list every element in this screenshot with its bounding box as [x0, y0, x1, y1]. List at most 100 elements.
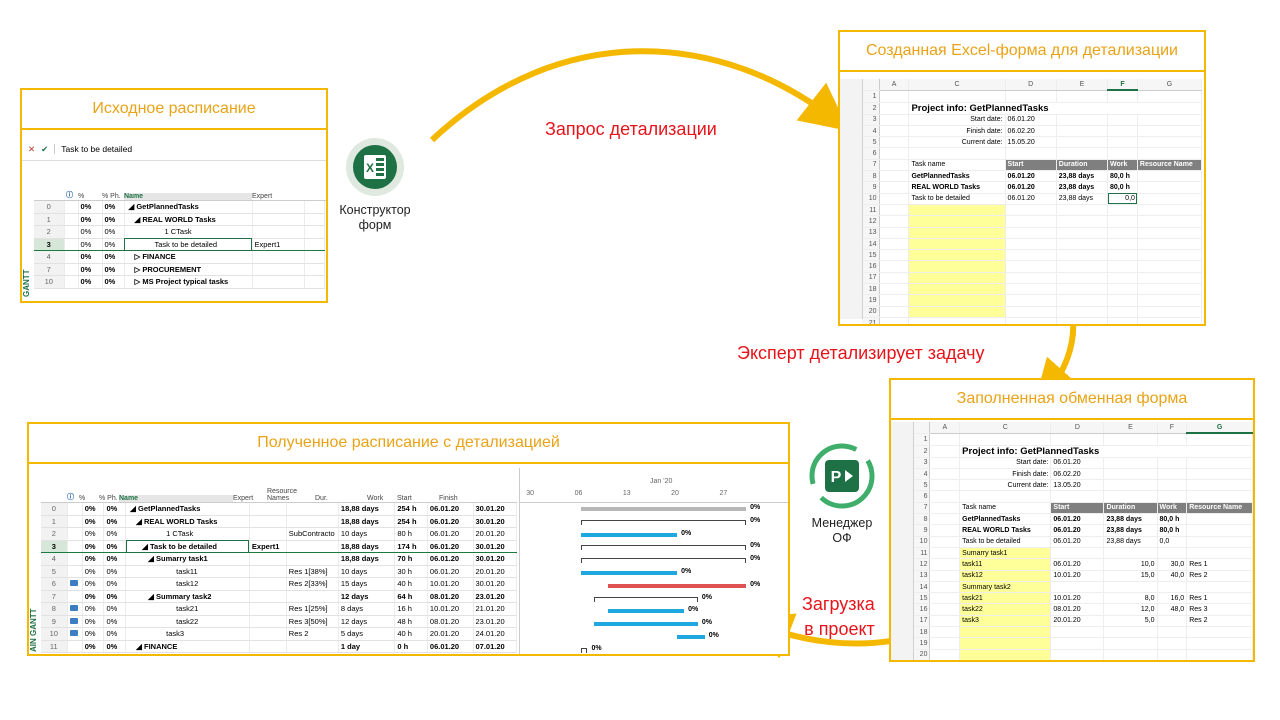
cancel-icon[interactable]: ✕: [28, 143, 36, 154]
sheet-row[interactable]: 20: [913, 649, 1253, 660]
sheet-row[interactable]: 1: [862, 90, 1203, 103]
cell: [1186, 433, 1253, 446]
duration: 10 days: [338, 527, 396, 541]
sheet-row[interactable]: 18: [862, 283, 1203, 296]
sheet-row[interactable]: 14: [862, 238, 1203, 251]
task-bar[interactable]: [677, 635, 705, 639]
summary-bar[interactable]: [580, 647, 588, 653]
bar-label: 0%: [750, 542, 761, 550]
sheet-row[interactable]: 18: [913, 626, 1253, 639]
sheet-row[interactable]: 11: [862, 204, 1203, 217]
row-number: 8: [913, 513, 931, 526]
indicator-cell: [67, 565, 83, 578]
sheet-row[interactable]: 19: [862, 294, 1203, 307]
sheet-row[interactable]: 6: [862, 147, 1203, 160]
sheet-row[interactable]: 20: [862, 306, 1203, 318]
summary-bar[interactable]: [580, 558, 747, 564]
sheet-row[interactable]: 19: [913, 637, 1253, 650]
task-name: Task name: [959, 502, 1052, 515]
sheet-row[interactable]: 15: [862, 249, 1203, 262]
cell: [879, 317, 910, 324]
formula-input[interactable]: Task to be detailed: [54, 144, 132, 154]
percent-phys: 0%: [103, 577, 127, 591]
summary-bar[interactable]: [594, 596, 698, 602]
task-bar[interactable]: [594, 622, 698, 627]
indicator-cell: [64, 225, 79, 239]
task-bar[interactable]: [580, 532, 678, 537]
corner: [862, 79, 880, 91]
task-bar[interactable]: [608, 583, 747, 588]
bar-label: 0%: [750, 580, 761, 588]
expert: [249, 640, 287, 653]
sheet-row[interactable]: 12: [862, 215, 1203, 228]
task-bar[interactable]: [580, 571, 678, 575]
summary-bar[interactable]: [580, 507, 747, 511]
sheet-row[interactable]: 13: [862, 227, 1203, 239]
resource-names: Res 1[25%]: [286, 602, 339, 616]
sheet-row[interactable]: 21: [862, 317, 1203, 324]
cell: [879, 294, 910, 307]
sheet-row[interactable]: 17: [862, 272, 1203, 285]
task-name: ◢ GetPlannedTasks: [125, 503, 250, 516]
summary-bar[interactable]: [580, 519, 747, 525]
expert: [249, 515, 287, 528]
task-name: Task to be detailed: [959, 536, 1052, 548]
sheet-row[interactable]: 1: [913, 433, 1253, 446]
row-number: 8: [41, 602, 68, 616]
cell: 10.01.20: [1050, 592, 1105, 605]
sheet-row[interactable]: 16: [862, 260, 1203, 273]
task-name: Summary task2: [959, 581, 1052, 594]
start: 06.01.20: [427, 640, 474, 653]
confirm-icon[interactable]: ✔: [41, 143, 49, 154]
timescale-day: 06: [574, 490, 583, 497]
task-name: [908, 238, 1006, 251]
summary-bar[interactable]: [580, 545, 747, 551]
sheet-row[interactable]: 6: [913, 490, 1253, 503]
task-bar[interactable]: [608, 609, 685, 614]
duration: 8 days: [338, 602, 396, 616]
